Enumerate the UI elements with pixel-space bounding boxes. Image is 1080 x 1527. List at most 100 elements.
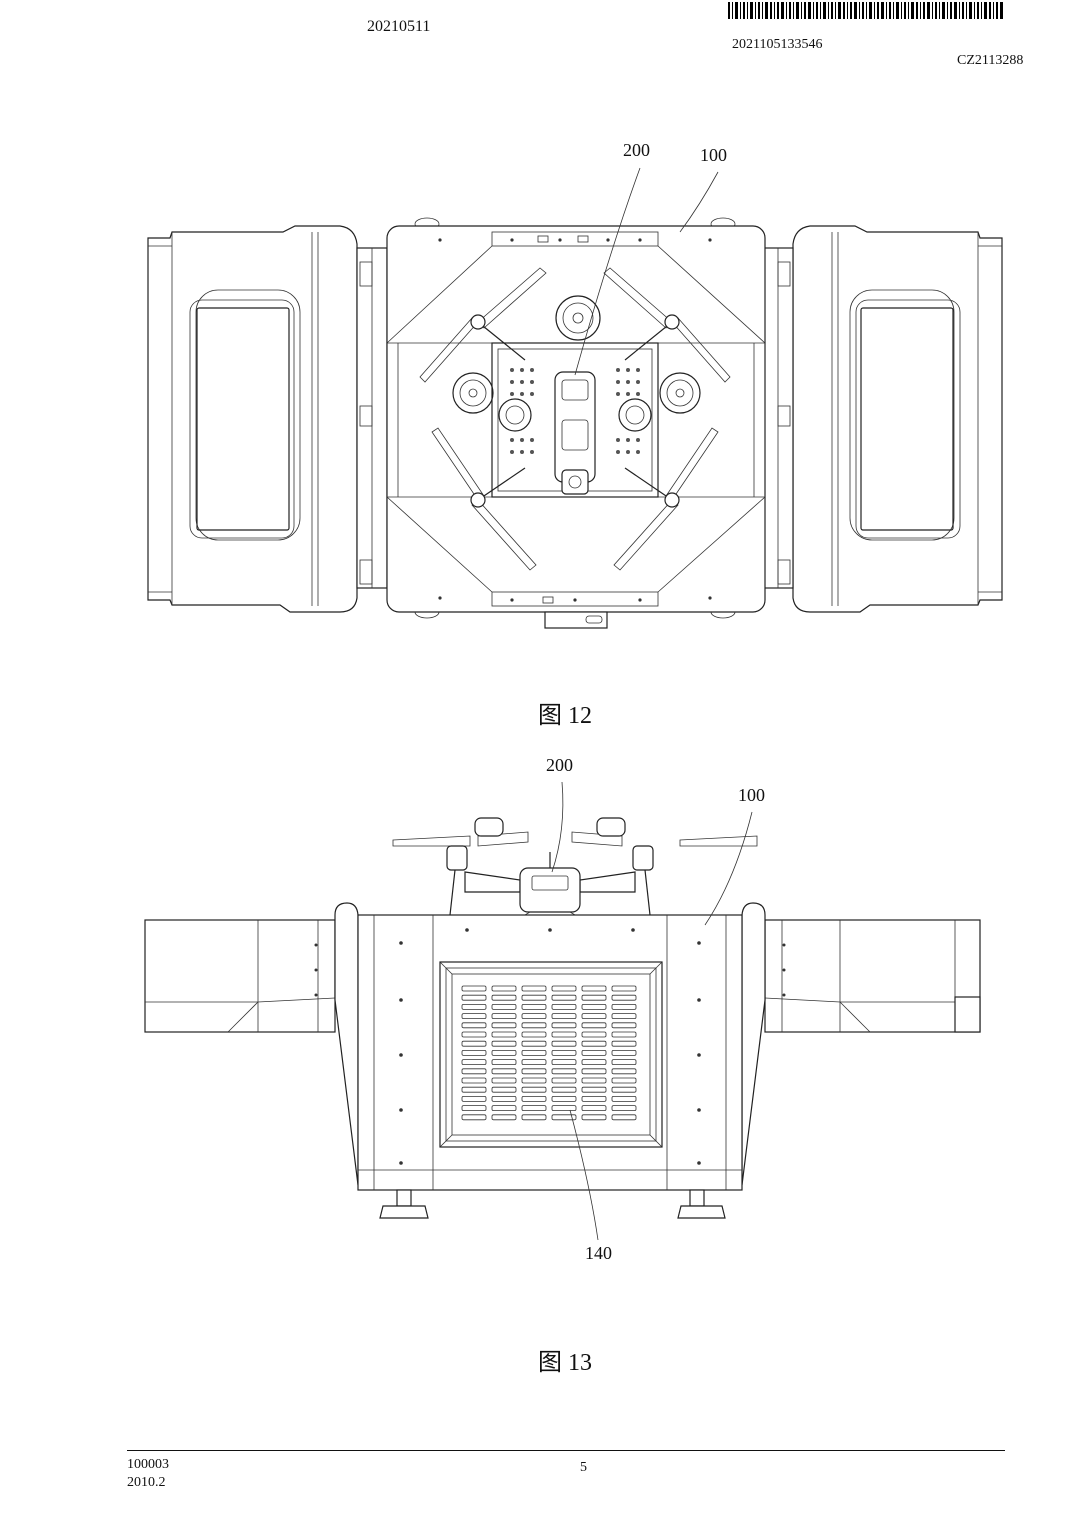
vent-slot <box>461 1077 487 1084</box>
vent-slot <box>551 1040 577 1047</box>
vent-slot <box>521 1114 547 1121</box>
vent-slot <box>581 1022 607 1029</box>
vent-slot <box>581 1031 607 1038</box>
vent-slot <box>461 1105 487 1111</box>
vent-slot <box>521 1050 547 1056</box>
vent-slot <box>491 1077 517 1084</box>
vent-slot <box>491 1050 517 1056</box>
vent-slot <box>491 1105 517 1111</box>
vent-slot <box>461 994 487 1001</box>
vent-slot <box>551 1068 577 1075</box>
vent-slot <box>461 1086 487 1093</box>
vent-slot <box>581 985 607 992</box>
vent-slot <box>491 1114 517 1121</box>
vent-slot <box>521 1031 547 1038</box>
vent-slot <box>491 1096 517 1102</box>
vent-slot <box>551 1105 577 1111</box>
fig13-label-vent: 140 <box>585 1243 612 1263</box>
vent-slot <box>491 1031 517 1038</box>
vent-slot <box>521 1022 547 1029</box>
vent-slot <box>491 1040 517 1047</box>
vent-slot <box>521 1013 547 1019</box>
vent-slot <box>611 1050 637 1056</box>
fig13-label-station: 100 <box>738 785 765 805</box>
fig13-vent-slots <box>461 985 637 1121</box>
vent-slot <box>521 985 547 992</box>
vent-slot <box>581 1086 607 1093</box>
vent-slot <box>611 1031 637 1038</box>
vent-slot <box>491 1013 517 1019</box>
vent-slot <box>581 1059 607 1065</box>
fig13-right-wing <box>764 919 981 1033</box>
vent-slot <box>611 1105 637 1111</box>
fig13-leader-100 <box>704 811 753 926</box>
vent-slot <box>611 994 637 1001</box>
vent-slot <box>491 1022 517 1029</box>
vent-slot <box>521 1059 547 1065</box>
vent-slot <box>521 1004 547 1010</box>
barcode-image <box>728 2 1003 19</box>
vent-slot <box>581 1068 607 1075</box>
fig13-drone <box>392 817 758 919</box>
vent-slot <box>581 1004 607 1010</box>
vent-slot <box>551 985 577 992</box>
vent-slot <box>461 985 487 992</box>
fig12-left-wing <box>147 225 388 613</box>
vent-slot <box>551 994 577 1001</box>
fig13-label-drone: 200 <box>546 755 573 775</box>
vent-slot <box>581 1096 607 1102</box>
vent-slot <box>611 1086 637 1093</box>
vent-slot <box>551 1114 577 1121</box>
fig13-left-wing <box>144 919 336 1033</box>
fig13-housing <box>334 902 766 1219</box>
fig12-right-wing <box>762 225 1003 613</box>
vent-slot <box>611 1068 637 1075</box>
vent-slot <box>611 1096 637 1102</box>
vent-slot <box>461 1040 487 1047</box>
vent-slot <box>491 1086 517 1093</box>
vent-slot <box>551 1013 577 1019</box>
vent-slot <box>521 1105 547 1111</box>
vent-slot <box>551 1086 577 1093</box>
vent-slot <box>581 1050 607 1056</box>
document-code: CZ2113288 <box>957 53 1024 68</box>
vent-slot <box>581 994 607 1001</box>
vent-slot <box>491 985 517 992</box>
vent-slot <box>611 1004 637 1010</box>
vent-slot <box>551 1077 577 1084</box>
figure-12-drawing <box>147 167 1003 629</box>
fig13-leader-200 <box>551 781 564 873</box>
vent-slot <box>581 1040 607 1047</box>
vent-slot <box>521 1086 547 1093</box>
application-number: 2021105133546 <box>732 37 823 52</box>
footer-rule <box>127 1450 1005 1451</box>
vent-slot <box>491 1059 517 1065</box>
footer-form-date: 2010.2 <box>127 1475 166 1490</box>
vent-slot <box>581 1077 607 1084</box>
vent-slot <box>461 1031 487 1038</box>
fig13-leader-140 <box>569 1109 599 1241</box>
vent-slot <box>521 1040 547 1047</box>
vent-slot <box>551 1059 577 1065</box>
vent-slot <box>461 1059 487 1065</box>
vent-slot <box>611 1059 637 1065</box>
vent-slot <box>521 1096 547 1102</box>
fig12-leader-200 <box>574 167 641 376</box>
vent-slot <box>611 1077 637 1084</box>
vent-slot <box>461 1114 487 1121</box>
vent-slot <box>611 1040 637 1047</box>
fig12-label-station: 100 <box>700 145 727 165</box>
vent-slot <box>581 1114 607 1121</box>
vent-slot <box>611 1013 637 1019</box>
vent-slot <box>491 994 517 1001</box>
vent-slot <box>551 1050 577 1056</box>
vent-slot <box>491 1068 517 1075</box>
fig12-drone <box>419 267 731 571</box>
vent-slot <box>581 1105 607 1111</box>
vent-slot <box>461 1096 487 1102</box>
vent-slot <box>461 1013 487 1019</box>
vent-slot <box>461 1068 487 1075</box>
fig12-label-drone: 200 <box>623 140 650 160</box>
